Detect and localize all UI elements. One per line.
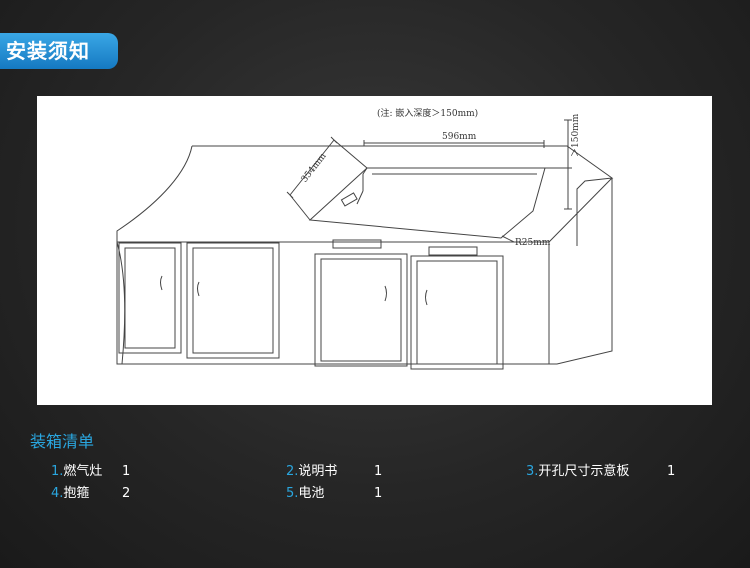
list-item: 3.开孔尺寸示意板 [526, 463, 629, 481]
radius-label: R25mm [515, 238, 551, 248]
item-number: 4. [51, 486, 64, 501]
cabinet-drawing: (注: 嵌入深度＞150mm) 596mm 354mm ＞150mm R25mm [116, 107, 614, 370]
header-banner: 安装须知 [0, 33, 118, 69]
width-dimension-label: 596mm [442, 132, 477, 142]
list-item: 4.抱箍 [51, 485, 89, 503]
item-name: 电池 [298, 486, 325, 501]
packing-list-title: 装箱清单 [30, 432, 95, 451]
depth-dimension-label: 354mm [300, 151, 329, 185]
item-quantity: 2 [122, 486, 131, 501]
item-quantity: 1 [122, 464, 131, 479]
height-dimension-label: ＞150mm [571, 113, 581, 157]
installation-diagram: (注: 嵌入深度＞150mm) 596mm 354mm ＞150mm R25mm [37, 96, 712, 405]
depth-note: (注: 嵌入深度＞150mm) [377, 107, 478, 119]
item-name: 说明书 [298, 464, 338, 479]
list-item: 1.燃气灶 [51, 463, 102, 481]
item-quantity: 1 [667, 464, 676, 479]
list-item: 2.说明书 [286, 463, 337, 481]
item-number: 5. [286, 486, 299, 501]
page-title: 安装须知 [6, 39, 90, 63]
item-number: 3. [526, 464, 539, 479]
item-quantity: 1 [374, 464, 383, 479]
item-quantity: 1 [374, 486, 383, 501]
item-name: 燃气灶 [63, 464, 103, 479]
list-item: 5.电池 [286, 485, 324, 503]
item-name: 抱箍 [63, 486, 90, 501]
item-number: 1. [51, 464, 64, 479]
item-number: 2. [286, 464, 299, 479]
item-name: 开孔尺寸示意板 [538, 464, 630, 479]
